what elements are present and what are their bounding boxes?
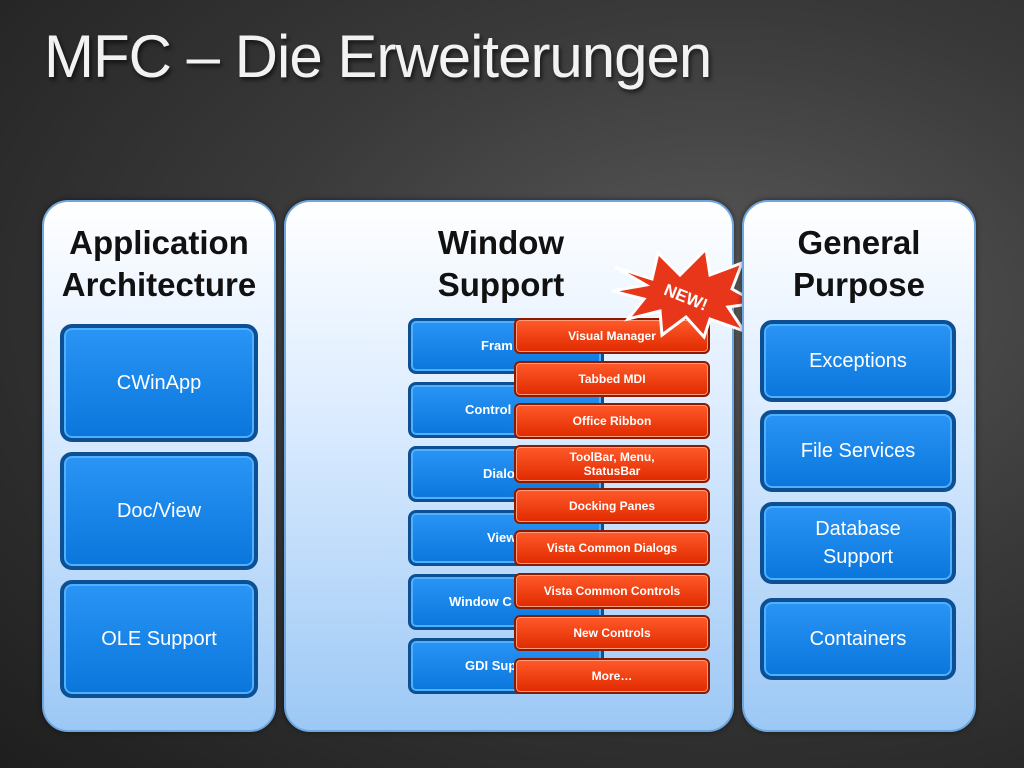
file-services-box: File Services bbox=[760, 410, 956, 492]
gdi-support-label: GDI Sup bbox=[465, 658, 517, 673]
containers-box: Containers bbox=[760, 598, 956, 680]
doc-view-box: Doc/View bbox=[60, 452, 258, 570]
dialog-label: Dialo bbox=[483, 466, 515, 481]
cwinapp-box: CWinApp bbox=[60, 324, 258, 442]
general-purpose-panel: General Purpose Exceptions File Services… bbox=[742, 200, 976, 732]
new-controls-box: New Controls bbox=[514, 615, 710, 651]
new-badge-starburst: NEW! bbox=[611, 245, 760, 340]
application-architecture-heading: Application Architecture bbox=[61, 224, 257, 303]
application-architecture-panel: Application Architecture CWinApp Doc/Vie… bbox=[42, 200, 276, 732]
exceptions-box: Exceptions bbox=[760, 320, 956, 402]
ole-support-box: OLE Support bbox=[60, 580, 258, 698]
frame-label: Fram bbox=[481, 338, 513, 353]
window-support-heading: Window Support bbox=[437, 224, 565, 303]
control-label: Control bbox=[465, 402, 512, 417]
docking-panes-box: Docking Panes bbox=[514, 488, 710, 524]
general-purpose-heading: General Purpose bbox=[792, 224, 926, 303]
toolbar-menu-statusbar-box: ToolBar, Menu, StatusBar bbox=[514, 445, 710, 483]
view-label: View bbox=[487, 530, 517, 545]
slide-title: MFC – Die Erweiterungen bbox=[44, 23, 712, 90]
window-classes-label: Window C bbox=[449, 594, 512, 609]
vista-common-controls-box: Vista Common Controls bbox=[514, 573, 710, 609]
vista-common-dialogs-box: Vista Common Dialogs bbox=[514, 530, 710, 566]
tabbed-mdi-box: Tabbed MDI bbox=[514, 361, 710, 397]
database-support-box: Database Support bbox=[760, 502, 956, 584]
office-ribbon-box: Office Ribbon bbox=[514, 403, 710, 439]
more-box: More… bbox=[514, 658, 710, 694]
